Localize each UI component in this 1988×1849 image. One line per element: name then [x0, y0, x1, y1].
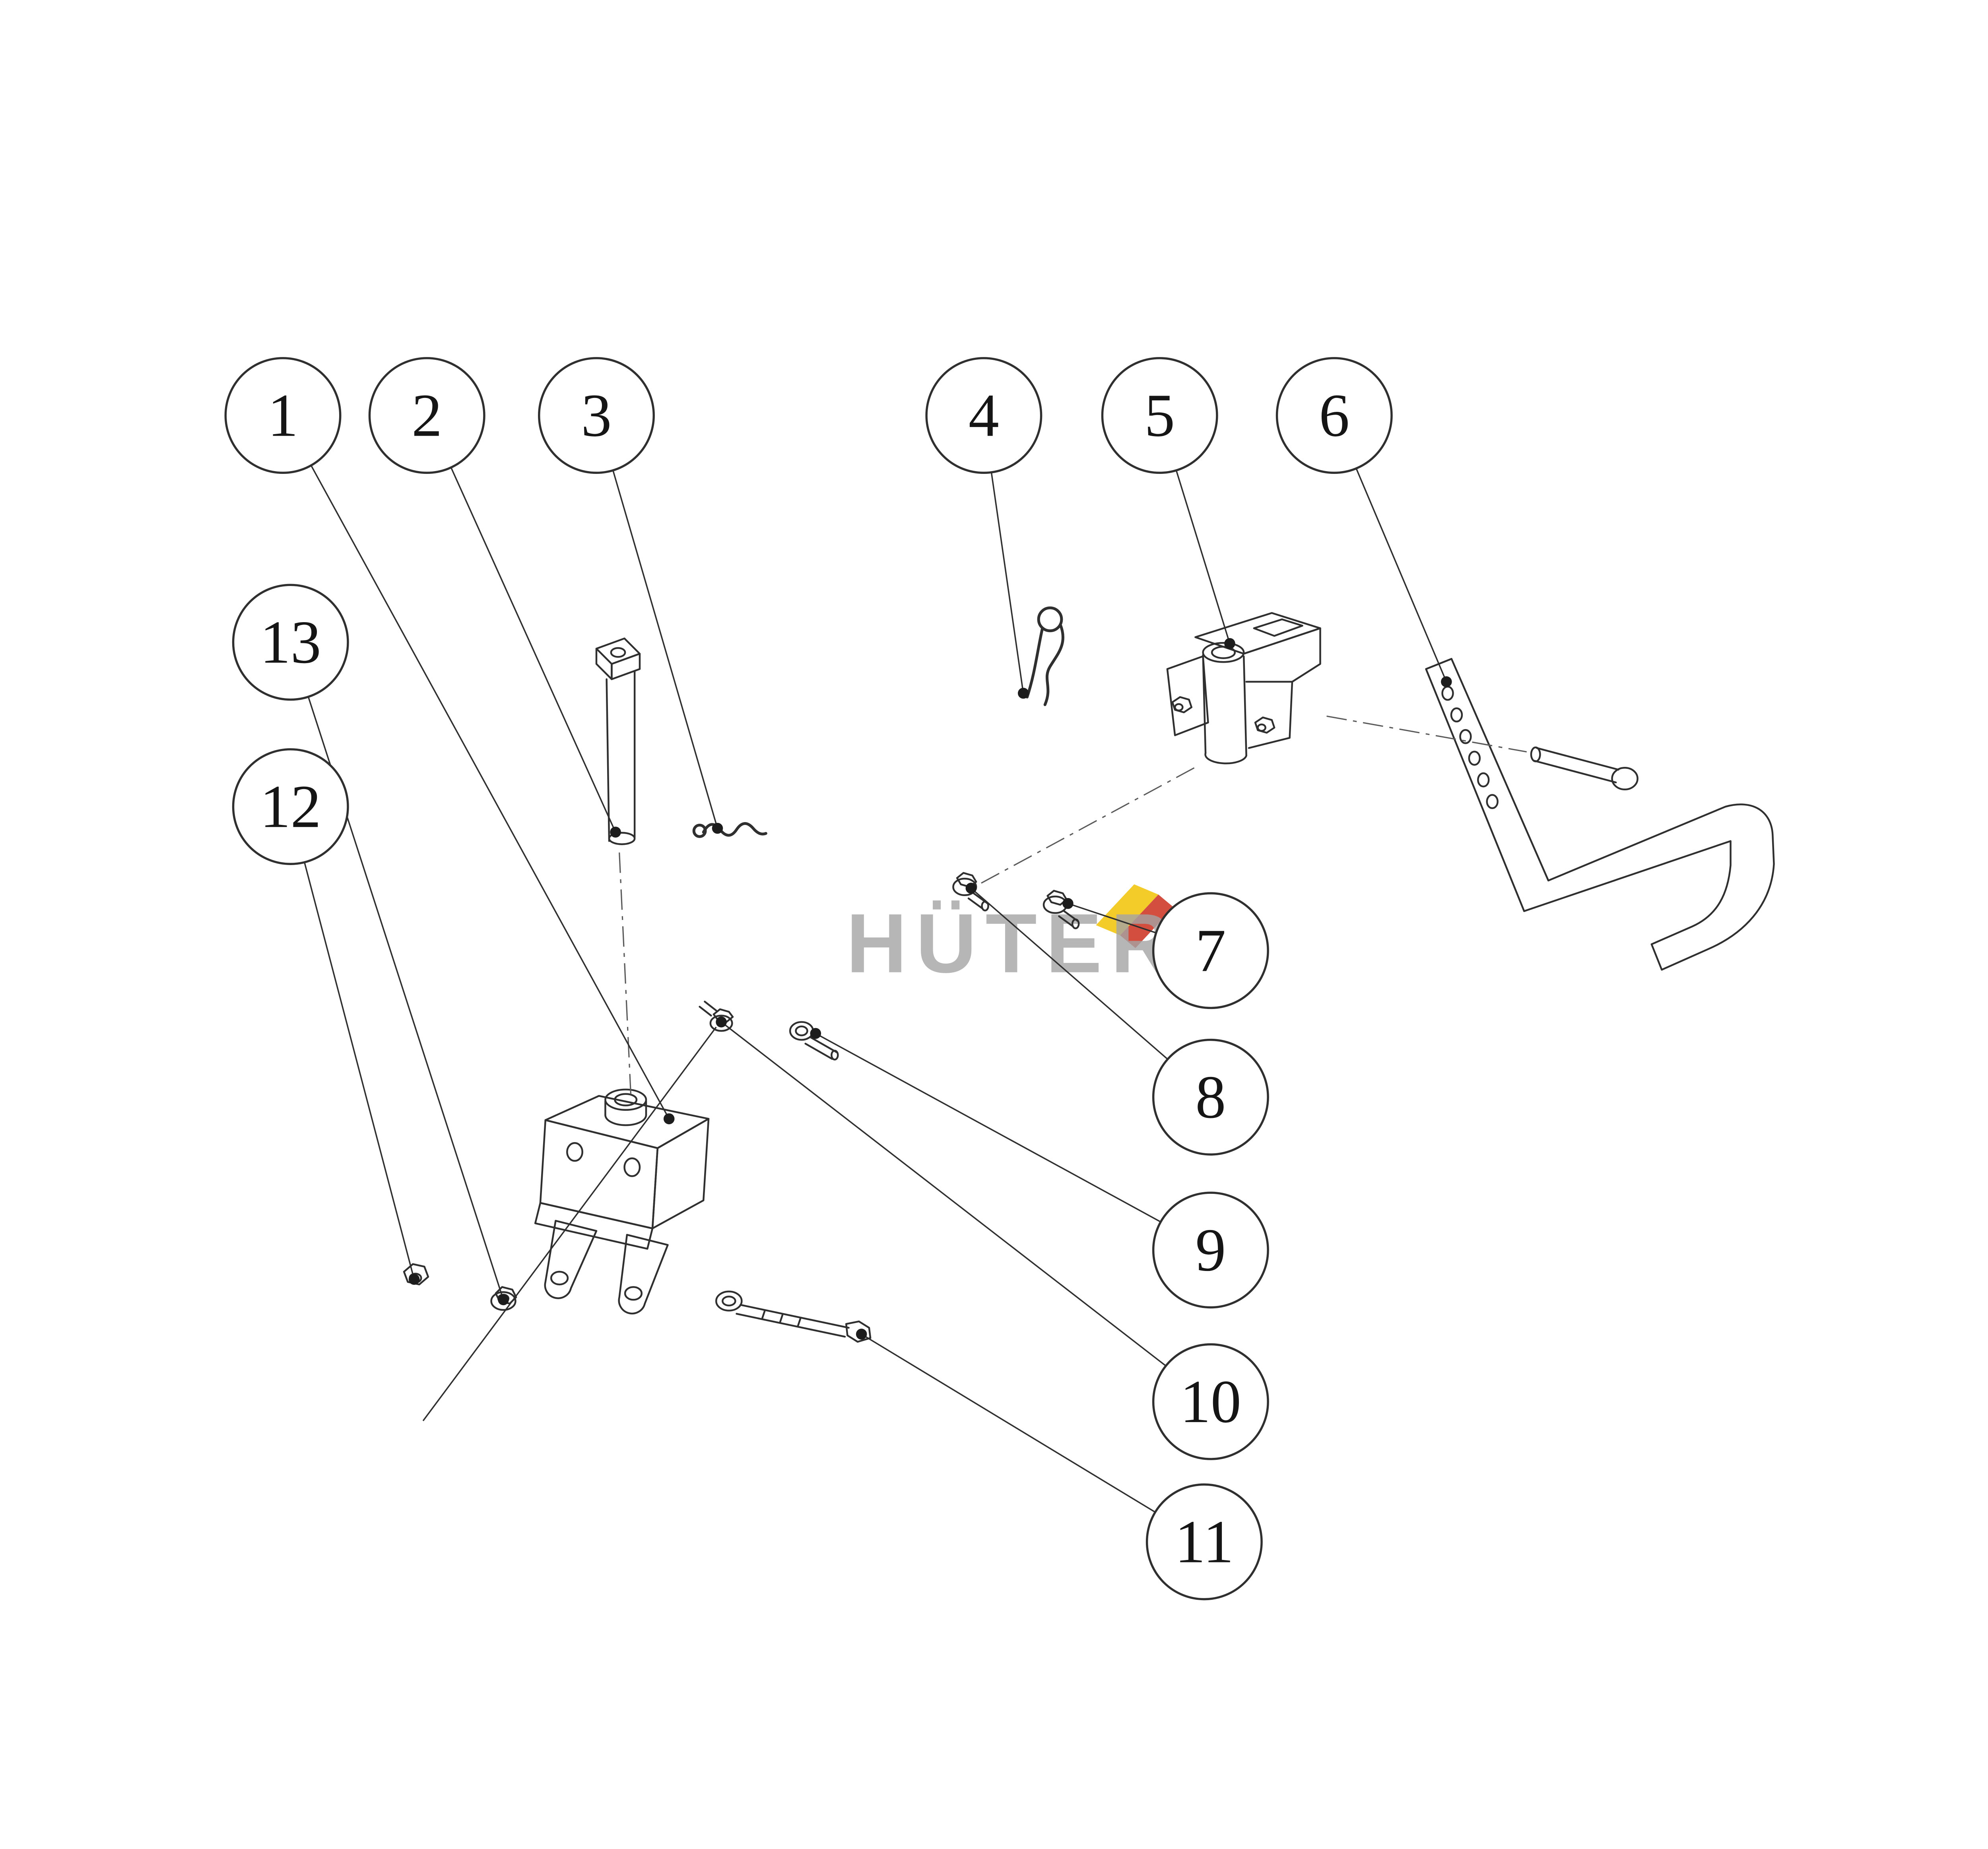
callout-number-11: 11	[1175, 1508, 1234, 1576]
callout-balloon-1: 1	[224, 357, 342, 474]
part-main-bracket	[534, 1088, 710, 1315]
callout-balloon-6: 6	[1276, 357, 1393, 474]
leader-line-10	[721, 1021, 1167, 1367]
leader-dot-4	[1017, 687, 1029, 699]
callout-balloon-3: 3	[538, 357, 655, 474]
callout-balloon-2: 2	[368, 357, 485, 474]
part-hitch-bracket	[1166, 612, 1321, 764]
callout-number-12: 12	[260, 773, 321, 840]
part-lift-pin	[595, 637, 641, 845]
callout-number-8: 8	[1195, 1063, 1226, 1131]
leader-dot-6	[1441, 676, 1452, 687]
callout-number-9: 9	[1195, 1216, 1226, 1284]
leader-dot-13	[498, 1294, 509, 1306]
leader-lines	[304, 465, 1452, 1513]
watermark-flag-yellow-icon	[1096, 884, 1159, 935]
centerline-pin-axis	[619, 852, 632, 1095]
callout-number-10: 10	[1180, 1368, 1241, 1436]
leader-line-3	[612, 470, 718, 829]
leader-dot-1	[663, 1113, 675, 1125]
leader-line-9	[815, 1032, 1161, 1223]
leader-line-11	[861, 1333, 1156, 1513]
leader-dot-10	[716, 1016, 727, 1028]
part-long-bolt	[715, 1290, 872, 1343]
leader-line-7	[1068, 902, 1156, 934]
leader-line-12	[304, 862, 415, 1280]
watermark: HÜTER	[846, 884, 1180, 990]
part-bolt-washer	[789, 1021, 839, 1061]
part-bracket-bolt-left	[1171, 696, 1193, 714]
leader-dot-5	[1224, 638, 1235, 649]
callout-balloon-12: 12	[232, 748, 349, 865]
leader-dot-12	[408, 1274, 420, 1285]
leader-dot-8	[965, 883, 977, 894]
construction-line-lower-left	[422, 1026, 717, 1421]
callout-balloon-10: 10	[1152, 1343, 1269, 1460]
watermark-text: HÜTER	[846, 896, 1180, 990]
centerline-receiver-axis	[1326, 715, 1527, 753]
leader-line-6	[1355, 467, 1447, 682]
callout-balloon-11: 11	[1145, 1483, 1263, 1601]
leader-dot-11	[856, 1329, 867, 1340]
leader-line-1	[310, 465, 670, 1119]
leader-line-8	[971, 887, 1168, 1059]
construction-lines	[422, 715, 1527, 1421]
watermark-flag-red-icon	[1120, 894, 1174, 948]
callout-number-1: 1	[268, 382, 298, 449]
leader-line-4	[990, 473, 1024, 694]
leader-line-5	[1175, 470, 1231, 644]
callout-number-3: 3	[581, 382, 612, 449]
centerline-bolt-axis	[981, 765, 1198, 884]
callout-balloon-4: 4	[925, 357, 1043, 474]
leader-line-2	[450, 467, 616, 832]
callout-balloon-5: 5	[1101, 357, 1218, 474]
callout-balloons: 1 2 3 4 5 6 7 8	[224, 357, 1393, 1601]
callout-number-5: 5	[1144, 382, 1175, 449]
part-r-clip	[1025, 606, 1064, 706]
part-drawbar	[1425, 658, 1775, 971]
callout-number-4: 4	[969, 382, 999, 449]
part-cotter-pin	[692, 822, 767, 838]
callout-balloon-8: 8	[1152, 1038, 1269, 1156]
leader-dot-7	[1062, 898, 1074, 909]
callout-balloon-7: 7	[1152, 892, 1269, 1009]
leader-dot-2	[610, 827, 621, 838]
part-bracket-bolt-right	[1254, 716, 1276, 734]
callout-number-6: 6	[1319, 382, 1349, 449]
leader-dot-3	[712, 823, 723, 834]
callout-balloon-9: 9	[1152, 1191, 1269, 1309]
callout-number-2: 2	[412, 382, 442, 449]
callout-number-13: 13	[260, 609, 321, 676]
callout-number-7: 7	[1195, 917, 1226, 984]
callout-balloon-13: 13	[232, 584, 349, 701]
leader-dot-9	[810, 1028, 821, 1039]
part-clevis-pin	[1530, 746, 1639, 791]
